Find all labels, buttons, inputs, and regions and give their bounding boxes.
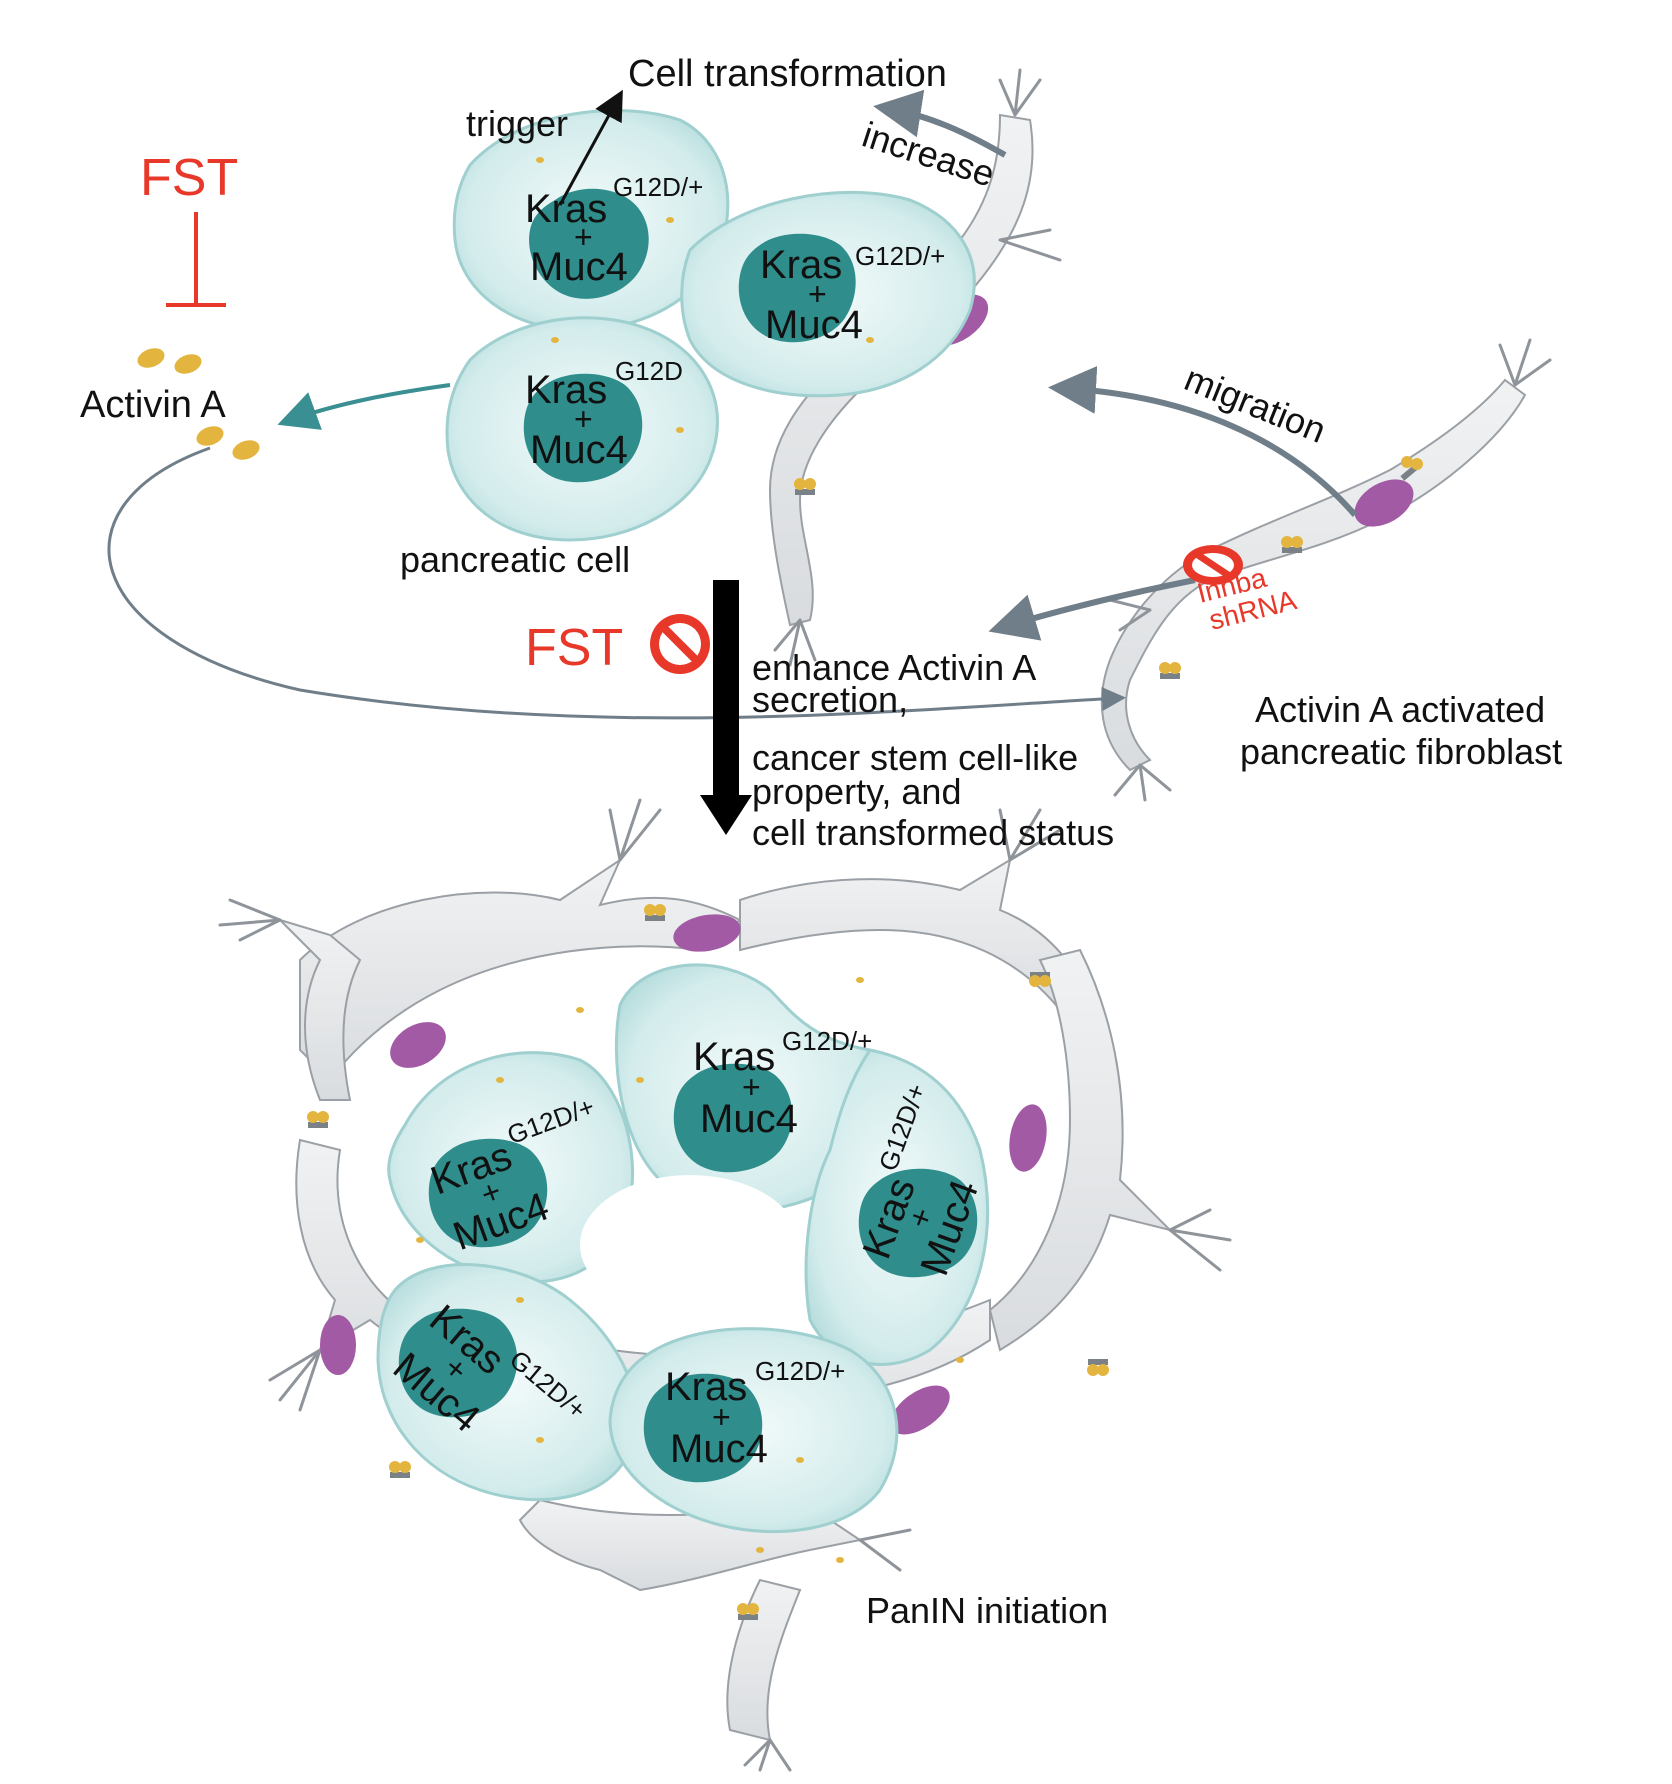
fibroblast-top-receptor [794,478,816,495]
arrow-inhba-to-cells [988,577,1196,641]
muc4-text: Muc4 [765,303,863,347]
label-cell-transformation: Cell transformation [628,53,947,95]
arrow-to-activin [277,383,451,430]
kras-text: Kras [760,243,842,287]
panin-fibroblast-spikes [218,798,1232,1502]
label-pancreatic-cell: pancreatic cell [400,539,630,580]
receptor-c [1159,662,1181,679]
nucleus-panin-5 [643,1373,763,1483]
label-cancer-1: cancer stem cell-like [752,737,1078,778]
main-down-arrow [700,580,752,835]
secretion-dots-top [536,157,874,433]
label-trigger: trigger [466,103,568,144]
muc4-text: Muc4 [530,428,628,472]
nucleus-top-left [529,188,649,299]
activin-ligands [137,348,260,460]
muc4-text: Muc4 [670,1427,768,1471]
receptor-b [1281,536,1303,553]
kras-text: Kras [525,187,607,231]
nucleus-panin-3 [858,1168,978,1278]
kras-text: Kras [693,1035,775,1079]
label-fst-block: FST [525,619,623,677]
prohibition-icon [650,614,710,674]
plus-text: + [574,401,593,437]
plus-text: + [574,219,593,255]
muc4-text: Muc4 [700,1097,798,1141]
nucleus-bottom [523,373,643,483]
label-cancer-2: property, and [752,771,961,812]
plus-text: + [808,276,827,312]
label-fibroblast-2: pancreatic fibroblast [1240,731,1562,772]
arrow-migration [1048,365,1358,517]
prohibition-icon [1183,545,1243,585]
label-fibroblast-1: Activin A activated [1255,689,1545,730]
muc4-text: Muc4 [530,245,628,289]
kras-text: Kras [665,1365,747,1409]
gene-label-top-left: Kras G12D/+ + Muc4 [525,172,703,289]
g12d-text: G12D/+ [613,172,703,202]
arrow-loop-to-fibroblast [107,446,1126,720]
arrow-increase [873,89,1007,158]
gene-label-bottom: Kras G12D + Muc4 [525,356,683,472]
g12d-text: G12D/+ [855,241,945,271]
nucleus-panin-4 [398,1308,518,1418]
plus-text: + [712,1399,731,1435]
panin-receptors [307,904,1109,1620]
g12d-text: G12D [615,356,683,386]
panin-lower-spikes [743,1528,912,1772]
panin-lumen [580,1175,800,1315]
nucleus-top-right [738,233,856,343]
g12d-text: G12D/+ [755,1356,845,1386]
receptor-a [1400,456,1423,481]
label-cancer-3: cell transformed status [752,812,1114,853]
label-fst-top: FST [140,149,238,207]
label-enhance-2: secretion, [752,679,908,720]
g12d-text: G12D/+ [782,1026,872,1056]
arrow-trigger [558,89,623,206]
gene-label-top-right: Kras G12D/+ + Muc4 [760,241,945,347]
arrows [107,89,1358,720]
top-pancreatic-cells [445,108,976,542]
label-activin-a: Activin A [80,384,226,426]
gene-label-panin-1: Kras G12D/+ + Muc4 [693,1026,872,1141]
label-panin: PanIN initiation [866,1590,1108,1631]
gene-label-panin-5: Kras G12D/+ + Muc4 [665,1356,845,1471]
label-enhance-1: enhance Activin A [752,647,1036,688]
nucleus-panin-2 [428,1138,548,1248]
kras-text: Kras [525,368,607,412]
panin-fibroblast-lower [518,1498,863,1742]
fibroblast-activated [1100,338,1552,802]
fst-inhibition-bar [166,212,226,307]
fibroblast-activated-nucleus [1354,479,1414,527]
plus-text: + [742,1069,761,1105]
nuclei [398,188,978,1483]
nucleus-panin-1 [673,1063,793,1173]
label-increase: increase [858,114,1000,195]
